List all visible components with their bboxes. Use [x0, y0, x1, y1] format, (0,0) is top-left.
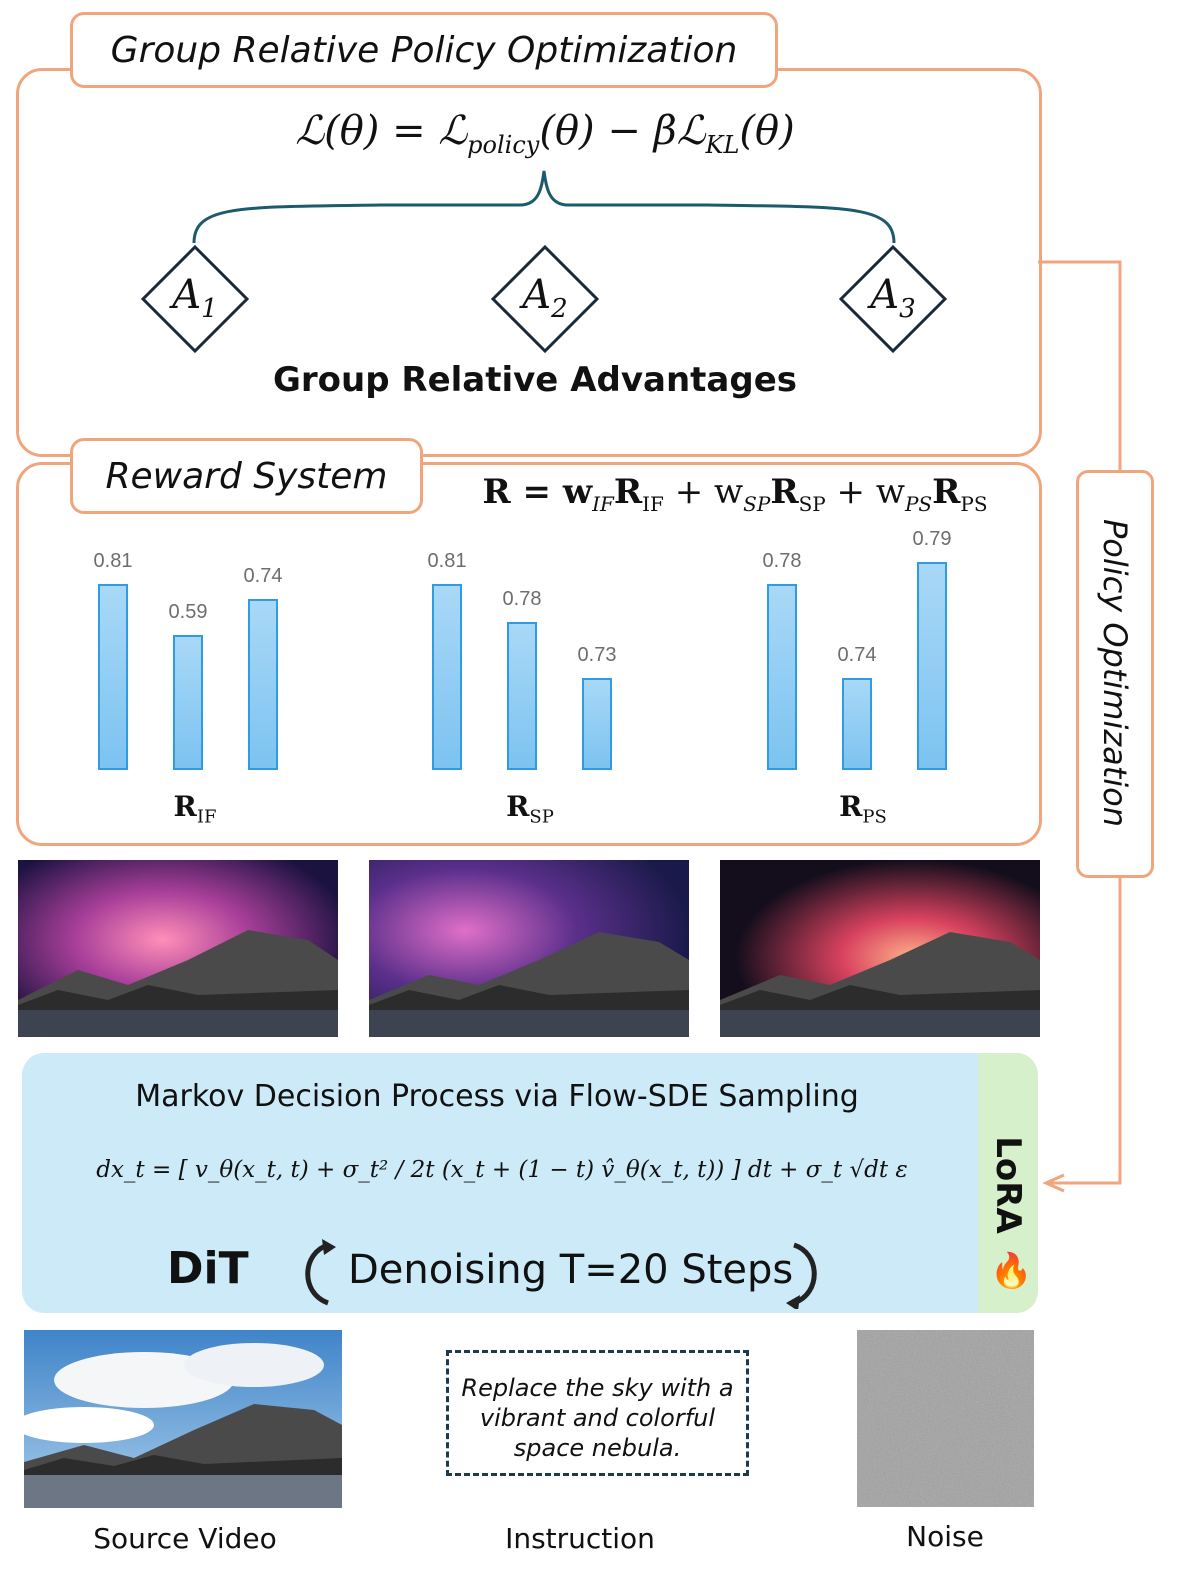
bar-value-label: 0.78 [502, 588, 542, 610]
denoise-label: Denoising T=20 Steps [348, 1247, 794, 1293]
lora-label: LoRA [988, 1136, 1028, 1234]
noise-frame [857, 1330, 1034, 1507]
instruction-text: Replace the sky with a vibrant and color… [461, 1374, 734, 1462]
reward-bar [582, 678, 612, 770]
reward-bar [248, 599, 278, 770]
flow-sde-formula: dx_t = [ v_θ(x_t, t) + σ_t² / 2t (x_t + … [96, 1157, 908, 1183]
bar-value-label: 0.81 [427, 550, 467, 572]
rotate-right-icon [786, 1242, 817, 1309]
source-landscape-image [24, 1330, 342, 1508]
bar-value-label: 0.74 [837, 644, 877, 666]
diamond-shape [838, 244, 948, 354]
reward-bar-chart: 0.81 0.59 0.74 0.81 0.78 0.73 0.78 0.74 0.79 [93, 528, 952, 770]
mdp-panel: Markov Decision Process via Flow-SDE Sam… [22, 1053, 1038, 1313]
bar-value-label: 0.78 [762, 550, 802, 572]
advantage-a2: A2 [490, 244, 600, 354]
advantages-label: Group Relative Advantages [272, 360, 797, 400]
fire-icon: 🔥 [990, 1251, 1033, 1291]
reward-bar [917, 562, 947, 770]
mdp-title: Markov Decision Process via Flow-SDE Sam… [135, 1079, 859, 1114]
group-label-sp: RSP [506, 790, 554, 828]
reward-bar [507, 622, 537, 770]
diamond-shape [140, 244, 250, 354]
policy-optimization-box: Policy Optimization [1076, 470, 1154, 878]
reward-title: Reward System [70, 438, 423, 514]
instruction-box: Replace the sky with a vibrant and color… [446, 1350, 749, 1476]
nebula-landscape-image [18, 860, 338, 1037]
reward-formula: R = wIFRIF + wSPRSP + wPSRPS [482, 472, 988, 516]
output-frame-2 [369, 860, 689, 1037]
rotate-left-icon [305, 1239, 336, 1306]
grpo-title: Group Relative Policy Optimization [70, 12, 778, 88]
bar-value-label: 0.59 [168, 601, 208, 623]
bar-value-label: 0.81 [93, 550, 133, 572]
noise-image [857, 1330, 1034, 1507]
reward-bar [98, 584, 128, 770]
output-frame-3 [720, 860, 1040, 1037]
bar-value-label: 0.74 [243, 565, 283, 587]
bar-value-label: 0.73 [577, 644, 617, 666]
reward-bar [767, 584, 797, 770]
lora-module: LoRA 🔥 [978, 1053, 1038, 1313]
grpo-formula: ℒ(θ) = ℒpolicy(θ) − βℒKL(θ) [295, 108, 795, 159]
dit-label: DiT [167, 1243, 249, 1294]
bar-value-label: 0.79 [912, 528, 952, 550]
caption-noise: Noise [906, 1520, 984, 1553]
advantage-a3: A3 [838, 244, 948, 354]
caption-source-video: Source Video [93, 1522, 277, 1555]
group-label-ps: RPS [839, 790, 887, 828]
reward-bar [842, 678, 872, 770]
output-frame-1 [18, 860, 338, 1037]
diamond-shape [490, 244, 600, 354]
caption-instruction: Instruction [505, 1522, 655, 1555]
source-video-frame [24, 1330, 342, 1508]
reward-bar [173, 635, 203, 770]
reward-bar [432, 584, 462, 770]
advantage-brace [192, 170, 896, 244]
group-label-if: RIF [173, 790, 217, 828]
nebula-landscape-image [720, 860, 1040, 1037]
advantage-a1: A1 [140, 244, 250, 354]
nebula-landscape-image [369, 860, 689, 1037]
